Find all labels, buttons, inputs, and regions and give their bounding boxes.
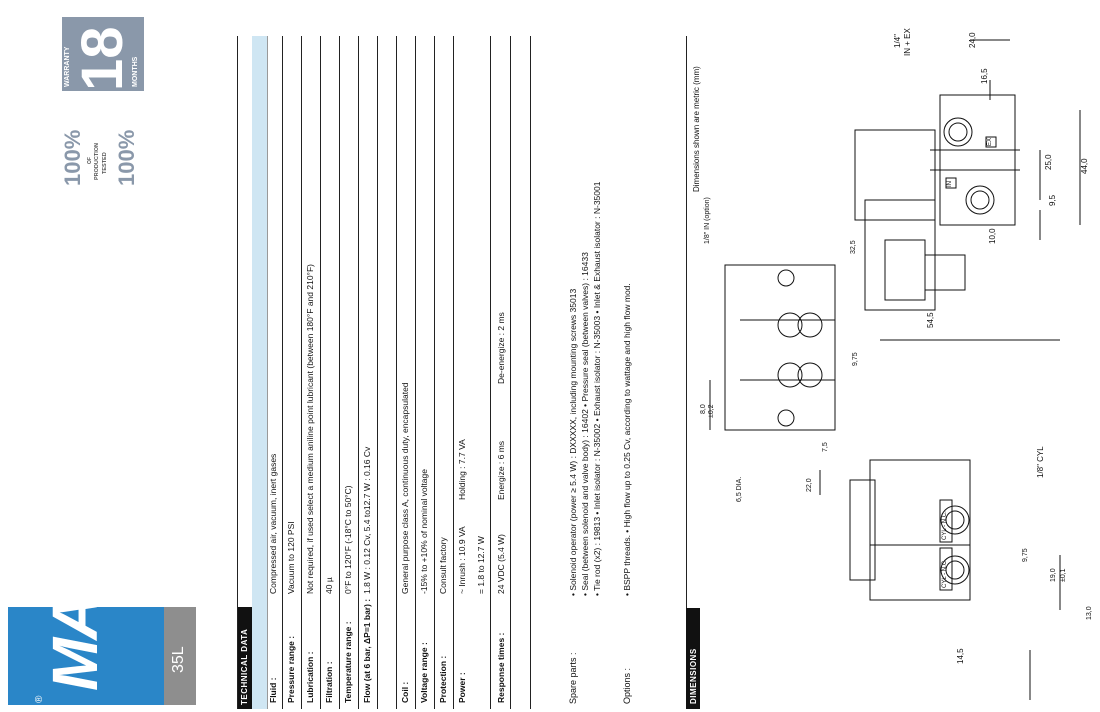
label-power: Power :: [457, 672, 467, 703]
label-fluid: Fluid :: [268, 677, 278, 704]
logo-text: MAC: [39, 551, 111, 691]
dim-10: 10,0: [988, 228, 997, 244]
value-fluid: Compressed air, vacuum, inert gases: [268, 453, 278, 594]
value-protection: Consult factory: [438, 537, 448, 594]
warranty-number: 18: [70, 26, 135, 91]
dim-19: 19,0: [1050, 568, 1057, 582]
model-tab: 35L: [164, 607, 196, 705]
tag-cyl-nc-1: CYL - N.C.: [942, 511, 948, 540]
dim-8-tol: ±0,2: [708, 404, 715, 418]
value-flow: 1.8 W : 0.12 Cv, 5.4 to12.7 W : 0.16 Cv: [362, 446, 372, 594]
value-power-holding: Holding : 7.7 VA: [457, 439, 467, 500]
dim-port-in-ex: 1/4": [893, 34, 902, 48]
spare-parts-label: Spare parts :: [568, 652, 578, 704]
dim-16-5: 16,5: [980, 68, 989, 84]
mac-logo: MAC ®: [8, 551, 164, 705]
tested-production: PRODUCTION: [94, 143, 100, 180]
tested-badge: 100% OF PRODUCTION TESTED 100%: [60, 120, 144, 188]
spare-parts-line-3: • Tie rod (x2) : 19813 • Inlet isolator …: [592, 181, 602, 596]
tag-cyl-nc-2: CYL - N.C.: [942, 559, 948, 588]
options-line: • BSPP threads. • High flow up to 0.25 C…: [622, 283, 632, 596]
value-pressure-range: Vacuum to 120 PSI: [286, 521, 296, 594]
warranty-unit: MONTHS: [132, 56, 139, 87]
technical-data-label-column: [252, 36, 267, 709]
label-filtration: Filtration :: [324, 661, 334, 703]
label-response-times: Response times :: [496, 632, 506, 703]
value-filtration: 40 µ: [324, 577, 334, 594]
dim-9-75-b: 9,75: [1022, 548, 1029, 562]
tested-of: OF: [87, 157, 93, 164]
spare-parts-line-2: • Seal (between solenoid and valve body)…: [580, 252, 590, 596]
dim-44: 44,0: [1080, 158, 1089, 174]
dim-25: 25,0: [1044, 154, 1053, 170]
warranty-badge: WARRANTY 18 MONTHS: [62, 17, 144, 91]
dim-24: 24,0: [968, 32, 977, 48]
label-lubrication: Lubrication :: [305, 651, 315, 703]
tag-ex: EX: [987, 137, 993, 146]
dim-19-tol: ±0,1: [1060, 568, 1067, 582]
label-temperature-range: Temperature range :: [343, 621, 353, 703]
tested-tested: TESTED: [102, 152, 108, 174]
dim-7-5: 7,5: [822, 442, 829, 452]
registered-mark: ®: [34, 695, 45, 703]
dim-9-75-a: 9,75: [852, 352, 859, 366]
dimension-drawing: [709, 39, 1081, 700]
dim-9-5: 9,5: [1048, 194, 1057, 206]
value-power-dc: = 1.8 to 12.7 W: [476, 536, 486, 594]
technical-data-heading: TECHNICAL DATA: [240, 628, 249, 705]
value-response-voltage: 24 VDC (5.4 W): [496, 534, 506, 594]
dimensions-heading: DIMENSIONS: [689, 648, 698, 704]
dim-32-5: 32,5: [850, 240, 857, 254]
label-pressure-range: Pressure range :: [286, 635, 296, 703]
value-temperature-range: 0°F to 120°F (-18°C to 50°C): [343, 485, 353, 594]
dim-in-option: 1/8" IN (option): [704, 197, 711, 244]
value-response-energize: Energize : 6 ms: [496, 440, 506, 500]
dim-port-in-ex-2: IN + EX: [903, 28, 912, 56]
label-coil: Coil :: [400, 681, 410, 703]
tag-in: IN: [947, 181, 953, 187]
label-voltage-range: Voltage range :: [419, 642, 429, 703]
label-flow: Flow (at 6 bar, ΔP=1 bar) :: [362, 598, 372, 703]
spare-parts-line-1: • Solenoid operator (power ≥ 5.4 W) : DX…: [568, 288, 578, 596]
dim-dia: 6,5 DIA.: [736, 476, 743, 502]
value-response-deenergize: De-energize : 2 ms: [496, 312, 506, 384]
value-coil: General purpose class A, continuous duty…: [400, 382, 410, 594]
value-voltage-range: -15% to +10% of nominal voltage: [419, 469, 429, 594]
value-lubrication: Not required, if used select a medium an…: [305, 264, 315, 594]
dim-14-5: 14,5: [956, 648, 965, 664]
technical-data-header-bar: TECHNICAL DATA: [237, 607, 252, 709]
dim-8: 8,0: [700, 404, 707, 414]
options-label: Options :: [622, 667, 632, 704]
dim-cyl: 1/8" CYL: [1036, 446, 1045, 478]
tested-percent-top: 100%: [60, 129, 85, 186]
dim-54-5: 54,5: [926, 312, 935, 328]
tested-percent-bottom: 100%: [114, 129, 139, 186]
dim-13: 13,0: [1086, 606, 1093, 620]
value-power-inrush: ~ Inrush : 10.9 VA: [457, 526, 467, 594]
dimensions-header-bar: DIMENSIONS: [686, 608, 700, 709]
label-protection: Protection :: [438, 655, 448, 703]
model-number: 35L: [170, 646, 187, 673]
dim-22: 22,0: [806, 478, 813, 492]
